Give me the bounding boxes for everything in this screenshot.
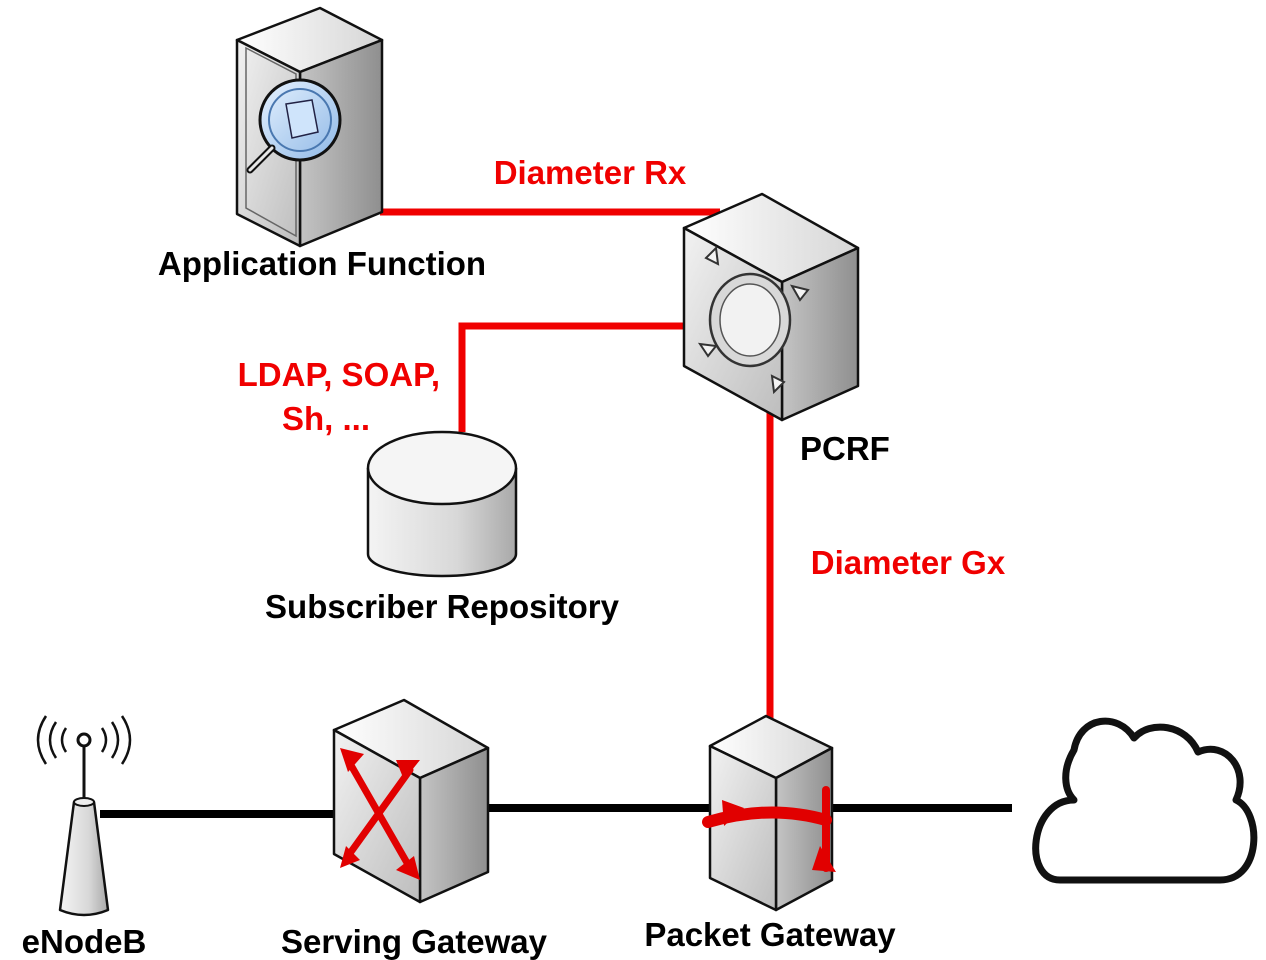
server-magnifier-icon: [235, 6, 384, 248]
switch-box-icon: [332, 698, 490, 904]
serving-gateway-label: Serving Gateway: [281, 923, 548, 960]
links-layer: [100, 208, 1012, 818]
packet-gateway-label: Packet Gateway: [644, 916, 896, 953]
pcrf-label: PCRF: [800, 430, 890, 467]
database-cylinder-icon: [366, 430, 518, 578]
router-box-icon: [682, 192, 860, 422]
radio-antenna-icon: [36, 715, 132, 917]
cloud-icon: [1032, 717, 1258, 884]
repository-protocols-label-line2: Sh, ...: [282, 400, 370, 437]
repository-link: [458, 322, 690, 432]
repository-protocols-label-line1: LDAP, SOAP,: [238, 356, 440, 393]
labels-layer: Application Function PCRF Subscriber Rep…: [22, 154, 1006, 960]
application-function-label: Application Function: [158, 245, 486, 282]
subscriber-repository-label: Subscriber Repository: [265, 588, 620, 625]
gateway-tower-icon: [702, 714, 836, 912]
diameter-gx-label: Diameter Gx: [811, 544, 1006, 581]
enodeb-label: eNodeB: [22, 923, 147, 960]
diameter-rx-label: Diameter Rx: [494, 154, 687, 191]
